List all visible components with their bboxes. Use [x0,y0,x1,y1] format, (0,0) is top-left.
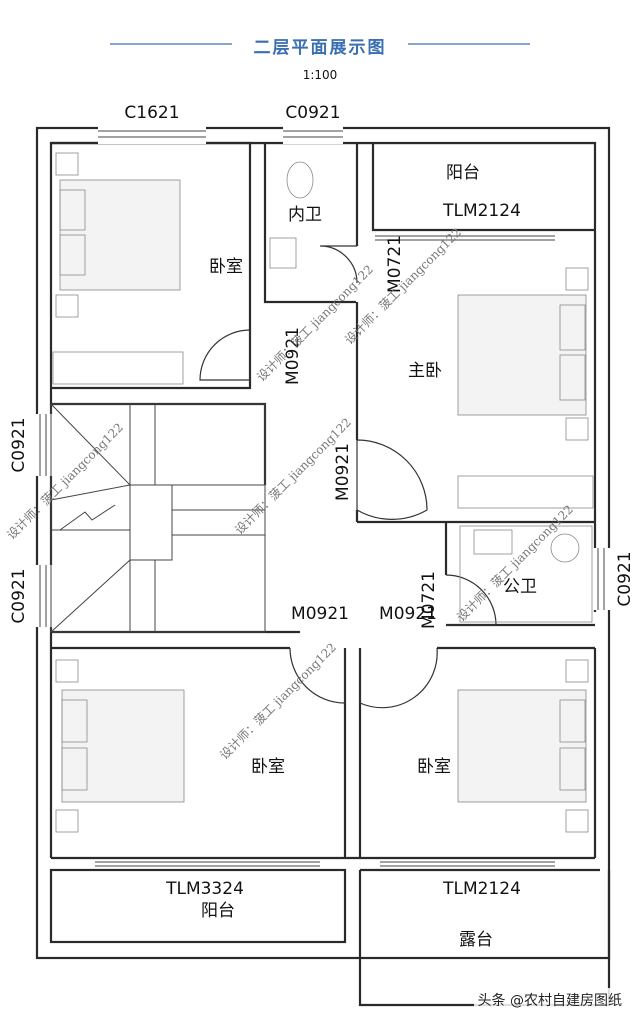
source-credit: 头条 @农村自建房图纸 [473,988,626,1012]
scale-label: 1:100 [302,68,338,82]
room-label-master-bedroom: 主卧 [408,361,442,381]
window-label-c0921-right: C0921 [615,551,635,606]
window-label-c0921-left-upper: C0921 [9,417,29,472]
room-label-bedroom-nw: 卧室 [209,257,243,277]
window-label-c1621: C1621 [124,103,179,123]
watermark: 设计师：菠工 jiangcong122 [217,640,339,762]
page-title: 二层平面展示图 [253,38,387,58]
door-label-m0921-bedroom: M0921 [283,327,303,385]
sliding-door-label-tlm2124-lower: TLM2124 [442,879,521,899]
room-label-terrace: 露台 [459,930,493,950]
sliding-door-label-tlm2124-upper: TLM2124 [442,201,521,221]
furniture [52,152,594,833]
door-label-m0921-lower-right: M0921 [379,604,437,624]
room-label-ensuite-bath: 内卫 [288,205,322,225]
door-swings [199,245,497,709]
room-label-bedroom-sw: 卧室 [251,757,285,777]
room-label-balcony-s: 阳台 [201,901,235,921]
room-label-bedroom-se: 卧室 [417,757,451,777]
room-label-public-bath: 公卫 [503,577,537,597]
sliding-door-label-tlm3324: TLM3324 [165,879,244,899]
window-label-c0921-top: C0921 [285,103,340,123]
staircase [50,403,266,633]
watermark: 设计师：菠工 jiangcong122 [454,502,576,624]
door-label-m0721-master: M0721 [385,235,405,293]
door-label-m0921-lower-left: M0921 [291,604,349,624]
window-label-c0921-left-lower: C0921 [9,568,29,623]
window-openings [35,126,611,627]
room-label-balcony-ne: 阳台 [446,163,480,183]
door-label-m0721-public: M0721 [419,571,439,629]
sliding-door-marks [95,235,555,867]
door-label-m0921-master: M0921 [333,443,353,501]
